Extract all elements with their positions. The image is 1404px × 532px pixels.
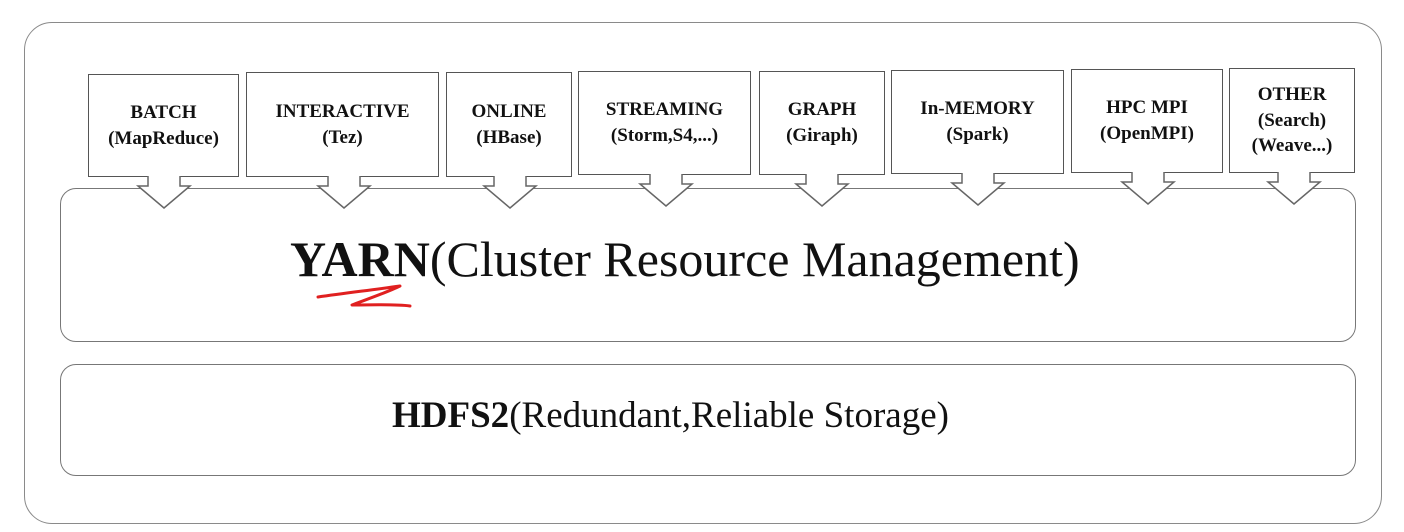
app-name: ONLINE bbox=[471, 100, 547, 122]
app-engine: (Spark) bbox=[946, 124, 1009, 145]
app-box-other: OTHER (Search) (Weave...) bbox=[1229, 68, 1355, 173]
app-engine: (MapReduce) bbox=[108, 127, 219, 149]
hdfs-layer bbox=[60, 364, 1356, 476]
hdfs-name: HDFS2 bbox=[392, 395, 510, 436]
app-name: STREAMING bbox=[605, 99, 724, 121]
yarn-layer bbox=[60, 188, 1356, 342]
yarn-name: YARN bbox=[290, 231, 430, 287]
app-name: GRAPH bbox=[787, 99, 857, 121]
app-name: In-MEMORY bbox=[920, 98, 1035, 120]
app-engine: (HBase) bbox=[476, 126, 542, 148]
yarn-label: YARN(Cluster Resource Management) bbox=[290, 234, 1080, 284]
app-box-streaming: STREAMING (Storm,S4,...) bbox=[578, 71, 751, 175]
yarn-description: (Cluster Resource Management) bbox=[429, 231, 1080, 287]
app-name: OTHER bbox=[1257, 84, 1327, 106]
hdfs-description: (Redundant,Reliable Storage) bbox=[509, 395, 949, 436]
hdfs-label: HDFS2(Redundant,Reliable Storage) bbox=[392, 397, 949, 434]
app-engine: (Giraph) bbox=[786, 125, 858, 146]
app-engine: (OpenMPI) bbox=[1100, 123, 1194, 144]
app-name: HPC MPI bbox=[1106, 97, 1188, 119]
app-engine: (Tez) bbox=[322, 126, 363, 148]
diagram-frame bbox=[24, 22, 1382, 524]
app-name: BATCH bbox=[130, 101, 197, 123]
app-engine-secondary: (Weave...) bbox=[1251, 135, 1333, 157]
app-box-hpc-mpi: HPC MPI (OpenMPI) bbox=[1071, 69, 1223, 173]
app-box-in-memory: In-MEMORY (Spark) bbox=[891, 70, 1064, 174]
app-box-batch: BATCH (MapReduce) bbox=[88, 74, 239, 177]
app-box-online: ONLINE (HBase) bbox=[446, 72, 572, 177]
app-engine: (Search) bbox=[1257, 109, 1327, 131]
app-name: INTERACTIVE bbox=[275, 100, 410, 122]
app-box-interactive: INTERACTIVE (Tez) bbox=[246, 72, 439, 177]
app-box-graph: GRAPH (Giraph) bbox=[759, 71, 885, 175]
app-engine: (Storm,S4,...) bbox=[610, 125, 719, 146]
